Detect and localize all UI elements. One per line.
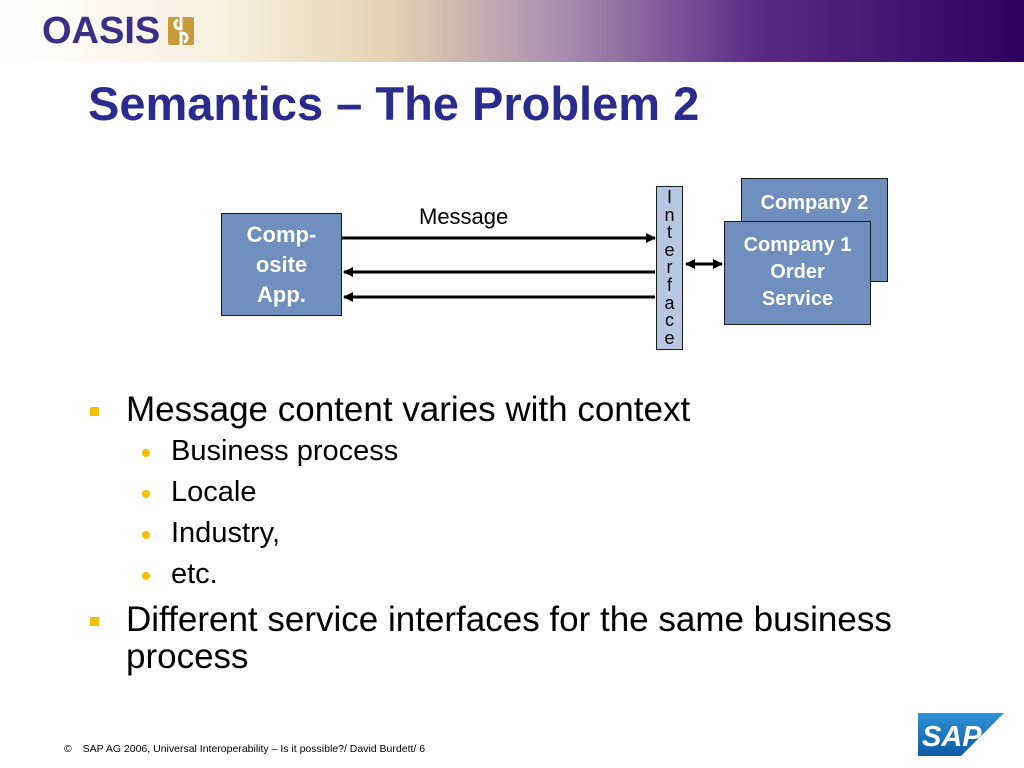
slide-title: Semantics – The Problem 2: [88, 77, 700, 130]
company-1-order-service-box: Company 1 Order Service: [724, 221, 871, 325]
square-bullet-icon: [90, 407, 99, 416]
oasis-logo-mark-icon: [168, 17, 195, 45]
bullet-item: Message content varies with context: [85, 391, 985, 428]
sub-bullet-text: etc.: [171, 558, 218, 590]
interface-letter: r: [666, 257, 673, 278]
interface-letter: I: [666, 187, 672, 207]
sub-bullet-text: Industry,: [171, 517, 281, 549]
round-bullet-icon: [142, 449, 150, 457]
oasis-logo-text: OASIS: [42, 10, 161, 52]
round-bullet-icon: [142, 531, 150, 539]
footer-text: SAP AG 2006, Universal Interoperability …: [82, 743, 426, 755]
sub-bullet-text: Business process: [171, 435, 399, 467]
sub-bullet-item: Locale: [85, 472, 985, 513]
company-1-box-line: Company 1: [743, 234, 852, 256]
round-bullet-icon: [142, 490, 150, 498]
composite-box-line: Comp-: [246, 222, 317, 247]
interface-letter: a: [664, 292, 675, 313]
copyright-symbol: ©: [64, 743, 72, 755]
composite-app-box: Comp- osite App.: [221, 213, 342, 316]
sub-bullet-text: Locale: [171, 476, 257, 508]
oasis-logo: OASIS: [42, 11, 196, 51]
sap-logo: SAP: [918, 713, 1004, 756]
round-bullet-icon: [142, 572, 150, 580]
sub-bullet-group: Business process Locale Industry, etc.: [85, 431, 985, 595]
composite-box-line: osite: [255, 252, 308, 277]
bullet-text: Different service interfaces for the sam…: [126, 600, 892, 676]
interface-letter: t: [666, 222, 672, 243]
message-label: Message: [419, 204, 509, 229]
bullet-list: Message content varies with context Busi…: [85, 391, 985, 678]
company-1-box-line: Service: [761, 288, 834, 310]
company-2-label: Company 2: [760, 192, 869, 214]
company-1-box-line: Order: [770, 261, 825, 283]
bullet-text: Message content varies with context: [126, 390, 691, 429]
sub-bullet-list: Business process Locale Industry, etc.: [85, 431, 985, 595]
composite-box-line: App.: [257, 282, 306, 307]
footer: © SAP AG 2006, Universal Interoperabilit…: [64, 743, 425, 755]
sub-bullet-item: etc.: [85, 554, 985, 595]
interface-letter: e: [664, 327, 675, 348]
interface-letter: n: [664, 204, 675, 225]
sap-logo-text: SAP: [922, 721, 982, 753]
sub-bullet-item: Business process: [85, 431, 985, 472]
square-bullet-icon: [90, 617, 99, 626]
bullet-item: Different service interfaces for the sam…: [85, 601, 985, 675]
sub-bullet-item: Industry,: [85, 513, 985, 554]
interface-letter: e: [664, 239, 675, 260]
interface-letter: c: [665, 310, 674, 331]
interface-letter: f: [666, 274, 672, 295]
interface-bar: I n t e r f a c e: [656, 186, 683, 350]
